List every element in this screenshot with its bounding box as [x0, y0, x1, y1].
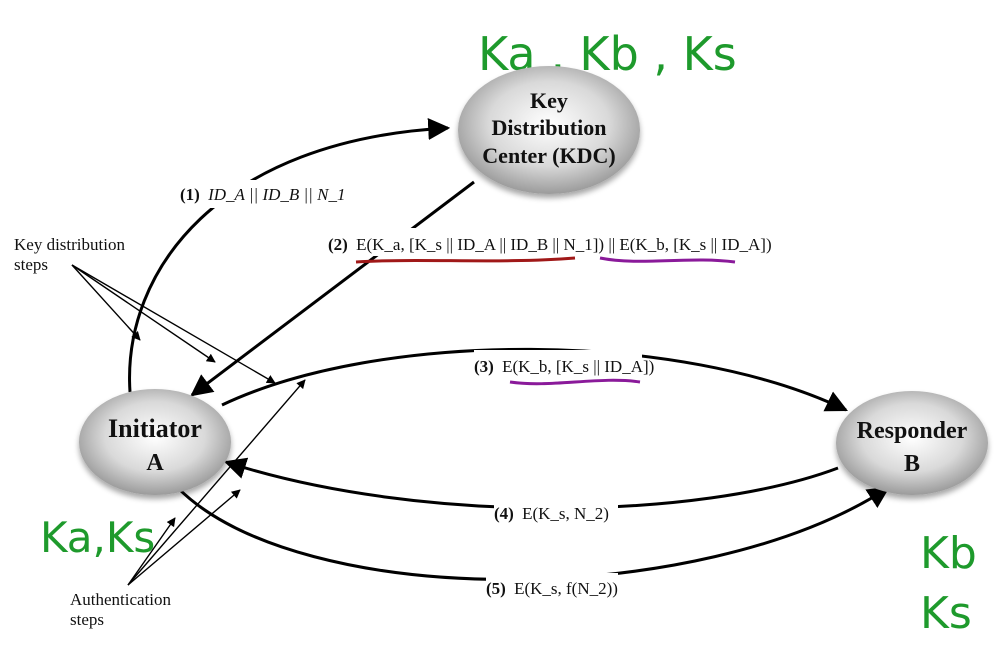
- pointer-key-dist-2: [71, 264, 216, 363]
- pointer-auth-2: [127, 489, 241, 586]
- pointer-key-dist-3: [71, 264, 276, 384]
- pointer-key-dist-1: [71, 264, 141, 341]
- kdc-node: [458, 66, 640, 194]
- responder-key-s-annotation: Ks: [920, 588, 972, 639]
- step-5-label: (5) E(K_s, f(N_2)): [486, 579, 618, 598]
- initiator-label-line1: Initiator: [108, 414, 202, 443]
- step-2-number: (2): [328, 235, 348, 254]
- authentication-label-line2: steps: [70, 610, 104, 629]
- underline-red: [355, 256, 576, 264]
- kdc-label-line3: Center (KDC): [482, 143, 615, 168]
- step-1-label: (1) ID_A || ID_B || N_1: [180, 185, 345, 204]
- responder-label-line2: B: [904, 451, 920, 477]
- authentication-label-line1: Authentication: [70, 590, 172, 609]
- arrow-step-2: [190, 180, 475, 397]
- key-distribution-label-line2: steps: [14, 255, 48, 274]
- step-1-text: ID_A || ID_B || N_1: [207, 185, 345, 204]
- step-4-label: (4) E(K_s, N_2): [494, 504, 609, 523]
- responder-label-line1: Responder: [857, 418, 968, 444]
- step-2-label: (2) E(K_a, [K_s || ID_A || ID_B || N_1])…: [328, 235, 772, 254]
- step-2-text: E(K_a, [K_s || ID_A || ID_B || N_1]) || …: [356, 235, 772, 254]
- pointer-auth-1: [127, 517, 176, 586]
- kdc-label-line1: Key: [530, 88, 568, 113]
- step-4-text: E(K_s, N_2): [522, 504, 609, 523]
- step-3-label: (3) E(K_b, [K_s || ID_A]): [474, 357, 654, 376]
- pointer-auth-3: [127, 379, 306, 586]
- step-3-number: (3): [474, 357, 494, 376]
- initiator-label-line2: A: [146, 450, 164, 476]
- arrow-step-1: [128, 118, 451, 393]
- step-3-text: E(K_b, [K_s || ID_A]): [502, 357, 654, 376]
- kdc-label-line2: Distribution: [492, 115, 607, 140]
- step-4-number: (4): [494, 504, 514, 523]
- step-5-text: E(K_s, f(N_2)): [514, 579, 618, 598]
- initiator-keys-annotation: Ka,Ks: [40, 513, 155, 562]
- underline-purple-step2: [599, 256, 736, 264]
- initiator-node: [79, 389, 231, 495]
- step-5-number: (5): [486, 579, 506, 598]
- step-1-number: (1): [180, 185, 200, 204]
- key-distribution-label-line1: Key distribution: [14, 235, 125, 254]
- responder-node: [836, 391, 988, 495]
- arrow-step-3: [221, 347, 848, 412]
- responder-key-b-annotation: Kb: [920, 528, 977, 579]
- underline-purple-step3: [509, 378, 641, 386]
